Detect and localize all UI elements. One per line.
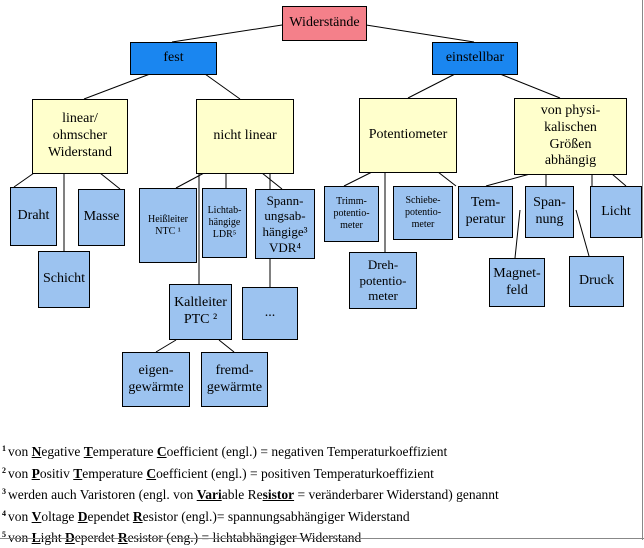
footnote-emphasis: P [31,465,40,481]
node-vdr-label: Spann- ungsab- hängige³ VDR⁴ [262,192,308,255]
node-einstellbar-label: einstellbar [445,50,505,66]
footnote-text: von [8,465,32,481]
node-ntc: Heißleiter NTC ¹ [139,188,197,263]
node-ntc-label: Heißleiter NTC ¹ [148,213,188,237]
footnote-number: 5 [2,530,6,539]
node-linear: linear/ ohmscher Widerstand [32,99,128,174]
node-potentiometer: Potentiometer [359,98,457,173]
node-vdr: Spann- ungsab- hängige³ VDR⁴ [255,189,315,259]
node-magnetfeld-label: Magnet- feld [493,265,541,298]
node-schicht-label: Schicht [43,271,85,287]
node-schicht: Schicht [38,251,90,308]
frame-bottom-border [0,538,644,539]
node-draht-label: Draht [17,208,50,224]
footnote-text: von [8,508,32,524]
node-ellipsis: ... [242,287,298,340]
node-draht: Draht [10,187,57,246]
node-nicht-linear: nicht linear [196,99,294,174]
node-magnetfeld: Magnet- feld [489,258,545,307]
node-ellipsis-label: ... [264,305,276,321]
footnote-emphasis: C [156,444,167,459]
node-drehpotentiometer: Dreh- potentio- meter [349,252,417,309]
node-nicht-linear-label: nicht linear [213,128,277,144]
footnote-emphasis: C [146,465,157,481]
node-physikalisch: von physi- kalischen Größen abhängig [514,98,627,175]
footnote-text: egative [41,444,84,459]
footnote-text: able Re [221,487,263,502]
footnote-emphasis: Vari [196,487,222,502]
footnote-emphasis: sistor [262,487,295,502]
node-fest-label: fest [163,50,184,66]
footnote-text: ependet [87,508,133,524]
footnote-number: 1 [2,444,6,453]
footnote-text: ositiv [39,465,74,481]
footnote-text: werden auch Varistoren (engl. von [8,487,197,502]
node-druck: Druck [569,256,624,307]
node-schiebepotentiometer: Schiebe- potentio- meter [393,186,453,240]
node-ldr: Lichtab- hängige LDR⁵ [202,188,247,258]
footnote-text: esistor (engl.)= spannungsabhängiger Wid… [142,508,410,524]
node-fest: fest [130,42,217,75]
node-fremdgewaermte-label: fremd- gewärmte [206,362,263,395]
footnote-text: von [8,444,32,459]
node-temperatur: Tem- peratur [458,186,513,238]
footnote-emphasis: N [31,444,42,459]
node-masse: Masse [78,189,125,246]
footnote-text: oefficient (engl.) = positiven Temperatu… [156,465,434,481]
node-linear-label: linear/ ohmscher Widerstand [48,111,112,160]
node-licht-label: Licht [601,203,631,219]
node-trimmpotentiometer: Trimm- potentio- meter [324,186,379,242]
node-masse-label: Masse [83,209,120,225]
footnote-emphasis: D [65,530,75,545]
footnote-emphasis: T [83,444,93,459]
footnote-number: 2 [2,465,6,475]
node-fremdgewaermte: fremd- gewärmte [201,352,268,407]
footnote-text: oefficient (engl.) = negativen Temperatu… [166,444,448,459]
footnote-number: 4 [2,508,6,518]
frame-right-border [642,0,643,540]
footnote-text: emperature [92,444,157,459]
node-licht: Licht [590,186,642,238]
node-ptc: Kaltleiter PTC ² [169,284,232,340]
node-ptc-label: Kaltleiter PTC ² [174,295,227,327]
root-node-widerstaende: Widerstände [282,6,367,41]
node-schiebepotentiometer-label: Schiebe- potentio- meter [404,195,442,230]
node-trimmpotentiometer-label: Trimm- potentio- meter [333,196,370,231]
node-drehpotentiometer-label: Dreh- potentio- meter [359,257,407,304]
footnote-emphasis: R [132,508,143,524]
footnote-emphasis: T [73,465,83,481]
node-potentiometer-label: Potentiometer [368,127,448,143]
footnote-text: oltage [41,508,78,524]
root-node-label: Widerstände [289,15,360,31]
footnote-emphasis: L [32,530,41,545]
footnote-emphasis: V [31,508,42,524]
node-ldr-label: Lichtab- hängige LDR⁵ [207,205,242,240]
node-spannung-label: Span- nung [533,195,566,227]
footnote-number: 3 [2,487,6,496]
node-spannung: Span- nung [525,186,574,238]
node-temperatur-label: Tem- peratur [465,195,506,227]
node-physikalisch-label: von physi- kalischen Größen abhängig [540,102,601,169]
footnote-emphasis: D [77,508,88,524]
footnote-text: emperature [82,465,147,481]
node-druck-label: Druck [579,273,614,289]
node-einstellbar: einstellbar [432,42,518,75]
node-eigengewaermte-label: eigen- gewärmte [128,362,184,395]
resistor-classification-diagram: Widerstände fest einstellbar linear/ ohm… [10,6,642,407]
node-eigengewaermte: eigen- gewärmte [122,352,190,407]
footnote-emphasis: R [118,530,128,545]
footnote-text: = veränderbarer Widerstand) genannt [294,487,499,502]
